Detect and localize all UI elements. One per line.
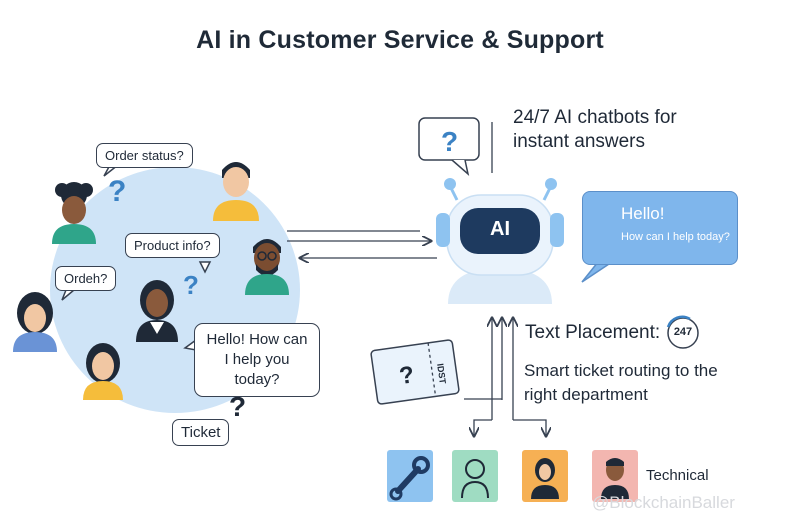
question-mark-icon: ? (229, 391, 246, 422)
ticket-bubble: Ticket (172, 419, 230, 446)
clock-label: 247 (673, 326, 693, 338)
department-label: Technical (646, 467, 709, 484)
chat-hello-text: Hello! (621, 204, 665, 223)
greeting-bubble: Hello! How can I help you today? (194, 323, 320, 397)
question-mark-icon: ? (441, 126, 458, 157)
ticket-icon: ? IDST (370, 339, 460, 405)
customer-avatar-3 (245, 239, 289, 295)
robot-icon (436, 178, 564, 304)
order-status-bubble: Order status? (96, 143, 193, 168)
watermark: @BlockchainBaller (592, 493, 735, 512)
dept-agent-icon (592, 450, 638, 502)
customer-avatar-1 (52, 182, 96, 244)
ordeh-bubble: Ordeh? (55, 266, 117, 291)
page-title: AI in Customer Service & Support (196, 26, 604, 54)
customer-avatar-2 (213, 162, 259, 221)
chat-panel-tail (581, 261, 615, 283)
customer-avatar-5 (13, 292, 57, 352)
routing-text: Smart ticket routing to the right depart… (524, 361, 718, 404)
chatbot-heading: 24/7 AI chatbots for instant answers (513, 107, 677, 152)
customer-avatar-4 (136, 280, 178, 342)
svg-text:IDST: IDST (435, 363, 448, 385)
question-bubble: ? (418, 117, 480, 177)
chat-panel (582, 191, 738, 265)
text-placement-label: Text Placement: (525, 322, 661, 343)
customer-avatar-6 (83, 343, 123, 400)
svg-text:?: ? (398, 361, 416, 390)
chat-help-text: How can I help today? (621, 231, 730, 243)
wrench-icon (389, 456, 430, 501)
dept-agent-icon (522, 450, 568, 502)
question-mark-icon: ? (183, 270, 199, 300)
bubble-tail (198, 261, 212, 274)
dept-technical-icon (387, 450, 433, 502)
clock-icon (666, 315, 699, 349)
ai-badge: AI (490, 218, 510, 240)
question-mark-icon: ? (108, 175, 126, 208)
dept-agent-icon (452, 450, 498, 502)
product-info-bubble: Product info? (125, 233, 220, 258)
